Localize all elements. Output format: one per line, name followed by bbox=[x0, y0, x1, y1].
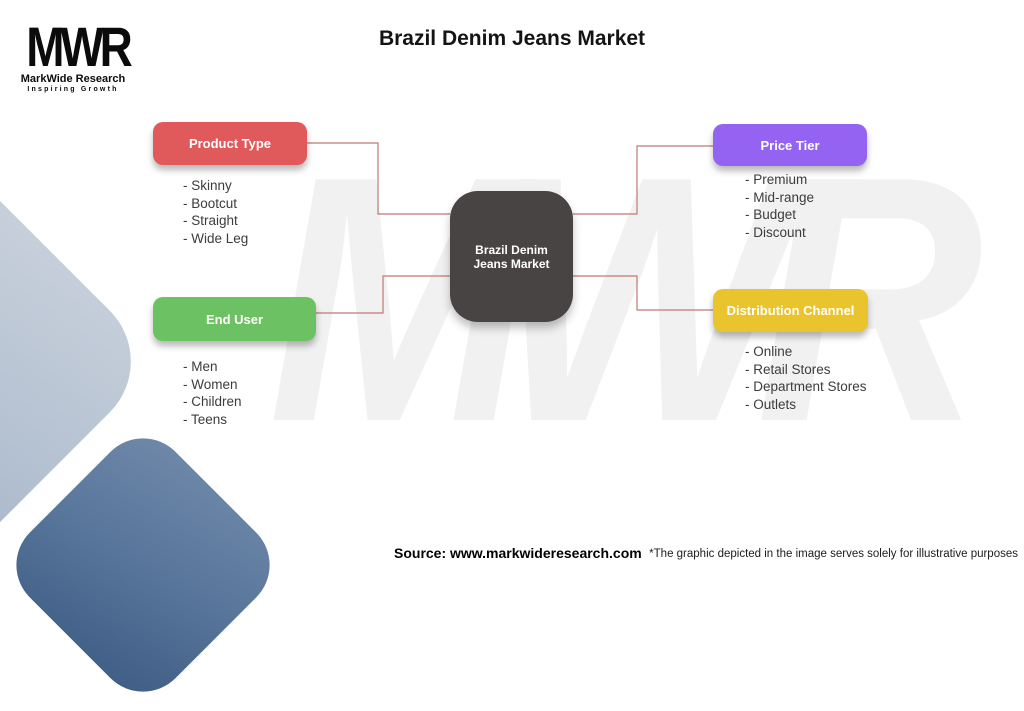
connector-line bbox=[307, 142, 450, 215]
category-label: Product Type bbox=[188, 136, 272, 151]
source-text: Source: www.markwideresearch.com bbox=[394, 545, 642, 561]
list-item: - Straight bbox=[183, 213, 238, 228]
list-item: - Budget bbox=[745, 207, 797, 222]
list-item: - Wide Leg bbox=[183, 230, 249, 246]
category-box-product-type: Product Type bbox=[153, 122, 307, 165]
category-label: Distribution Channel bbox=[726, 303, 855, 318]
price-tier-items: - Premium - Mid-range - Budget - Discoun… bbox=[745, 171, 814, 241]
markwide-logo-mark: MWR bbox=[26, 15, 133, 78]
page-title: Brazil Denim Jeans Market bbox=[378, 27, 646, 50]
list-item: - Teens bbox=[183, 411, 228, 427]
disclaimer-text: *The graphic depicted in the image serve… bbox=[649, 548, 1018, 560]
markwide-logo: MWR MarkWide Research Inspiring Growth bbox=[16, 15, 133, 94]
list-item: - Women bbox=[183, 376, 238, 392]
list-item: - Retail Stores bbox=[745, 361, 831, 377]
list-item: - Outlets bbox=[745, 396, 797, 412]
list-item: - Premium bbox=[745, 172, 808, 187]
list-item: - Bootcut bbox=[183, 195, 238, 211]
category-label: End User bbox=[205, 311, 264, 327]
connector-line bbox=[573, 145, 713, 215]
connector-svg bbox=[307, 142, 713, 314]
list-item: - Online bbox=[745, 344, 793, 359]
list-item: - Skinny bbox=[183, 178, 232, 193]
category-label: Price Tier bbox=[760, 137, 820, 153]
list-item: - Men bbox=[183, 359, 218, 374]
end-user-items: - Men - Women - Children - Teens bbox=[183, 358, 242, 428]
connector-line bbox=[573, 275, 713, 311]
markwide-logo-name: MarkWide Research bbox=[20, 73, 126, 85]
center-node-label: Brazil Denim Jeans Market bbox=[473, 242, 550, 271]
distribution-channel-items: - Online - Retail Stores - Department St… bbox=[745, 343, 867, 413]
list-item: - Department Stores bbox=[745, 379, 867, 394]
category-box-distribution-channel: Distribution Channel bbox=[713, 289, 868, 332]
connector-line bbox=[316, 275, 450, 314]
product-type-items: - Skinny - Bootcut - Straight - Wide Leg bbox=[183, 177, 248, 247]
list-item: - Mid-range bbox=[745, 189, 815, 205]
category-box-price-tier: Price Tier bbox=[713, 124, 867, 166]
category-box-end-user: End User bbox=[153, 297, 316, 341]
list-item: - Children bbox=[183, 394, 242, 409]
center-node: Brazil Denim Jeans Market bbox=[450, 191, 573, 322]
list-item: - Discount bbox=[745, 224, 806, 240]
markwide-logo-tagline: Inspiring Growth bbox=[27, 86, 119, 93]
